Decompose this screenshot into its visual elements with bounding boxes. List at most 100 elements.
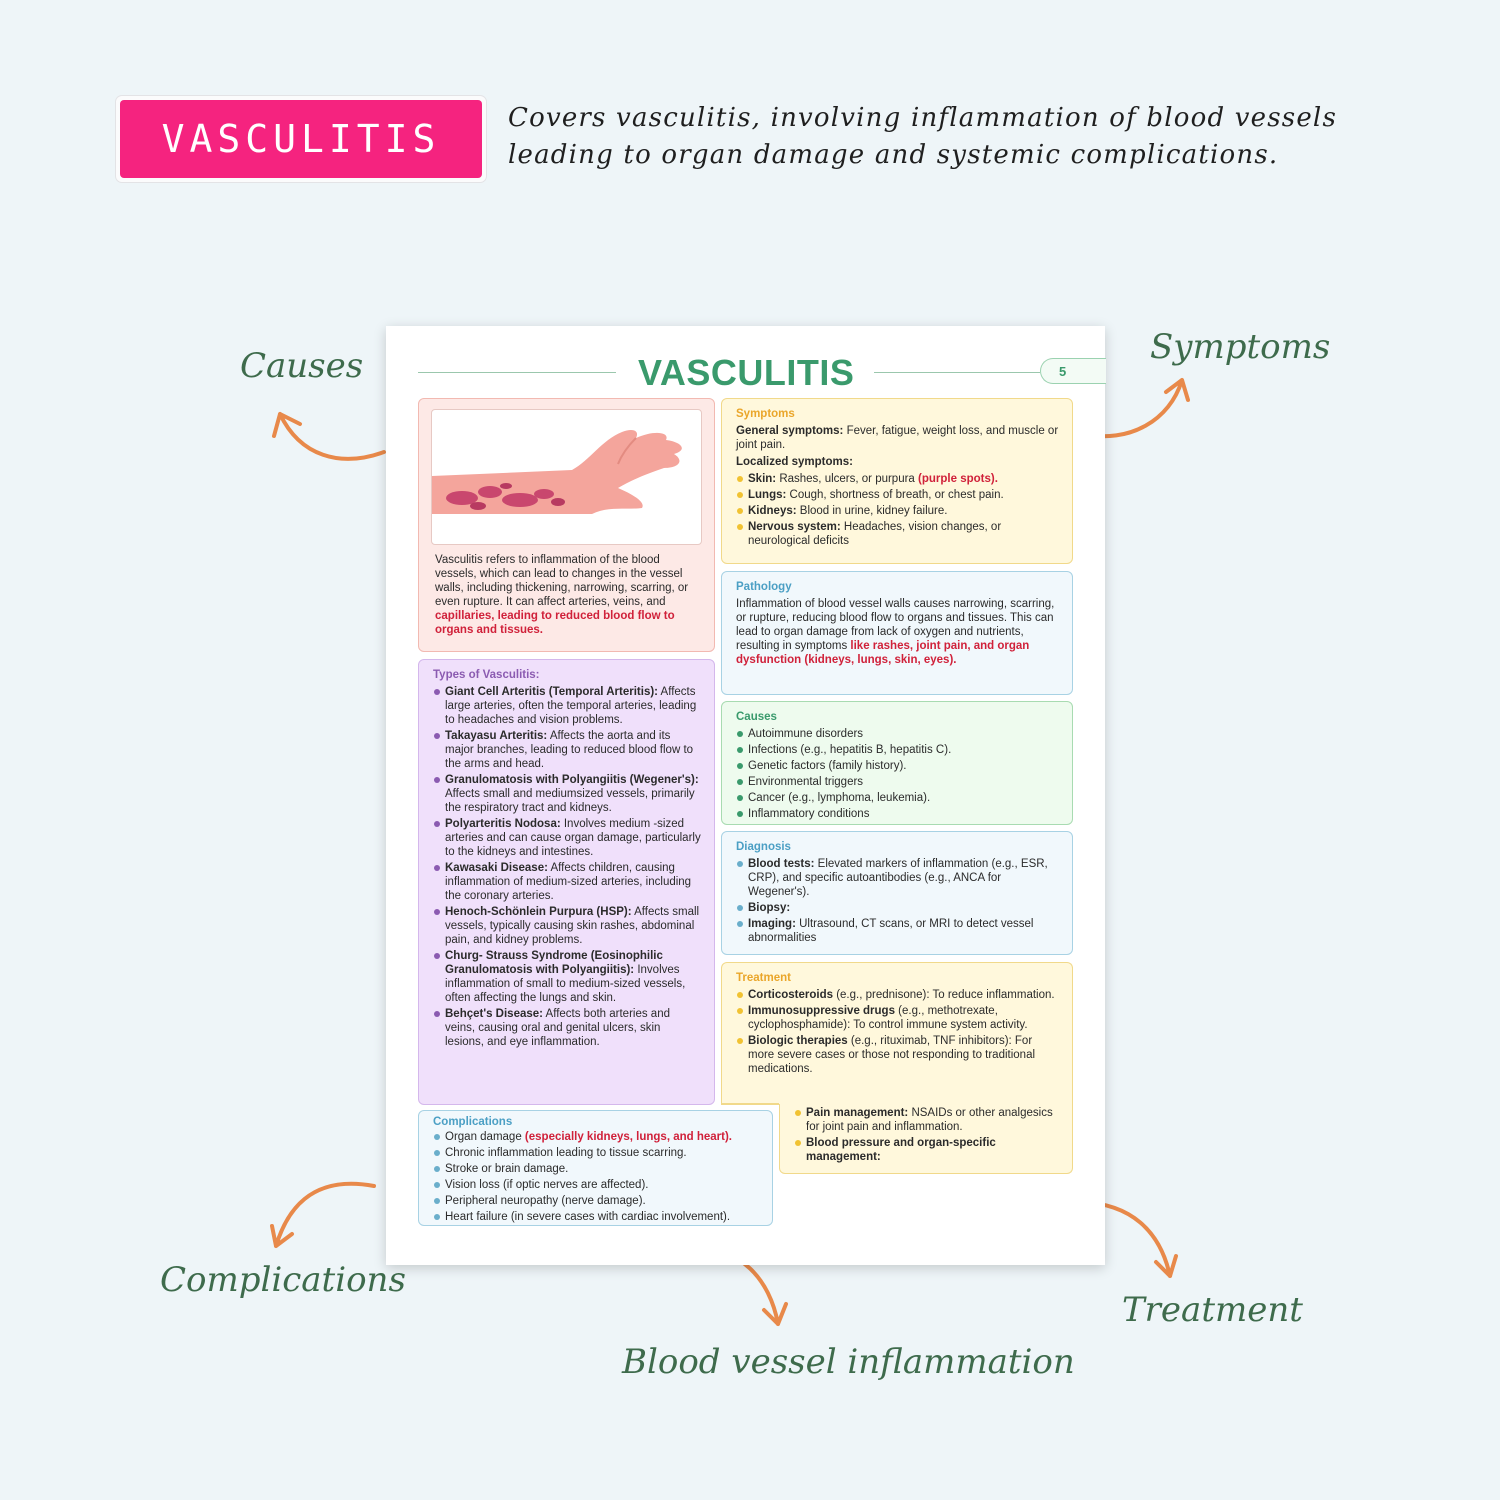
list-item-term: Behçet's Disease: [445, 1008, 543, 1020]
symptoms-title: Symptoms [736, 408, 795, 420]
list-item-term: Blood tests: [748, 858, 815, 870]
list-item-term: Kawasaki Disease: [445, 862, 548, 874]
complications-box: Complications Organ damage (especially k… [418, 1110, 773, 1226]
skin-highlight: (purple spots). [918, 473, 998, 485]
causes-title: Causes [736, 711, 777, 723]
list-item: Biologic therapies (e.g., rituximab, TNF… [736, 1034, 1060, 1076]
list-item-term: Corticosteroids [748, 989, 833, 1001]
list-item-desc: Affects small vessels, typically causing… [445, 906, 700, 946]
list-item-desc: Affects the aorta and its major branches… [445, 730, 694, 770]
list-item-desc: Cough, shortness of breath, or chest pai… [786, 489, 1004, 501]
symptoms-general-line: General symptoms: Fever, fatigue, weight… [736, 424, 1060, 452]
general-symptoms-label: General symptoms: [736, 425, 844, 437]
list-item-term: Imaging: [748, 918, 796, 930]
general-symptoms-text: Fever, fatigue, weight loss, and muscle … [736, 425, 1059, 451]
list-item: Granulomatosis with Polyangiitis (Wegene… [433, 773, 702, 815]
list-item: Behçet's Disease: Affects both arteries … [433, 1007, 702, 1049]
intro-box-text: Vasculitis refers to inflammation of the… [431, 553, 702, 637]
list-item: Kidneys: Blood in urine, kidney failure. [736, 504, 1060, 518]
symptoms-general: General symptoms: Fever, fatigue, weight… [736, 424, 1060, 469]
title-rule-left [418, 372, 616, 373]
pathology-body: Inflammation of blood vessel walls cause… [736, 598, 1055, 652]
list-item-desc: Elevated markers of inflammation (e.g., … [748, 858, 1048, 898]
callout-symptoms: Symptoms [1150, 327, 1331, 367]
title-banner: VASCULITIS [116, 96, 486, 182]
list-item: Cancer (e.g., lymphoma, leukemia). [736, 791, 1060, 805]
treatment-list-continued: Pain management: NSAIDs or other analges… [794, 1106, 1060, 1164]
list-item: Peripheral neuropathy (nerve damage). [433, 1194, 760, 1208]
types-title: Types of Vasculitis: [433, 669, 540, 681]
list-item-desc: Affects both arteries and veins, causing… [445, 1008, 670, 1048]
list-item: Chronic inflammation leading to tissue s… [433, 1146, 760, 1160]
list-item-desc: (e.g., prednisone): To reduce inflammati… [833, 989, 1055, 1001]
list-item: Churg- Strauss Syndrome (Eosinophilic Gr… [433, 949, 702, 1005]
list-item-term: Polyarteritis Nodosa: [445, 818, 561, 830]
symptoms-list: Skin: Rashes, ulcers, or purpura (purple… [736, 472, 1060, 548]
list-item: Biopsy: [736, 901, 1060, 915]
treatment-list: Corticosteroids (e.g., prednisone): To r… [736, 988, 1060, 1076]
list-item: Takayasu Arteritis: Affects the aorta an… [433, 729, 702, 771]
list-item-term: Granulomatosis with Polyangiitis (Wegene… [445, 774, 699, 786]
callout-complications: Complications [160, 1260, 406, 1300]
list-item: Nervous system: Headaches, vision change… [736, 520, 1060, 548]
pathology-title: Pathology [736, 581, 792, 593]
treatment-title: Treatment [736, 972, 791, 984]
complications-list: Organ damage (especially kidneys, lungs,… [433, 1130, 760, 1224]
complication-first: Organ damage [445, 1131, 525, 1143]
list-item: Heart failure (in severe cases with card… [433, 1210, 760, 1224]
list-item-term: Takayasu Arteritis: [445, 730, 548, 742]
page-number: 5 [1040, 358, 1106, 384]
arm-illustration [431, 409, 702, 545]
list-item: Blood pressure and organ-specific manage… [794, 1136, 1060, 1164]
pathology-text: Inflammation of blood vessel walls cause… [736, 597, 1060, 667]
list-item: Giant Cell Arteritis (Temporal Arteritis… [433, 685, 702, 727]
types-list: Giant Cell Arteritis (Temporal Arteritis… [433, 685, 702, 1049]
pathology-highlight: like rashes, joint pain, and organ dysfu… [736, 640, 1030, 666]
list-item-term: Immunosuppressive drugs [748, 1005, 895, 1017]
complication-first-highlight: (especially kidneys, lungs, and heart). [524, 1131, 732, 1143]
list-item: Corticosteroids (e.g., prednisone): To r… [736, 988, 1060, 1002]
list-item: Autoimmune disorders [736, 727, 1060, 741]
treatment-box-edge [721, 1103, 779, 1105]
sheet-title: VASCULITIS [638, 352, 855, 393]
intro-text: Covers vasculitis, involving inflammatio… [508, 103, 1337, 170]
symptoms-box: Symptoms General symptoms: Fever, fatigu… [721, 398, 1073, 564]
list-item-desc: Blood in urine, kidney failure. [796, 505, 948, 517]
list-item-desc: (e.g., rituximab, TNF inhibitors): For m… [748, 1035, 1036, 1075]
list-item: Genetic factors (family history). [736, 759, 1060, 773]
list-item: Organ damage (especially kidneys, lungs,… [433, 1130, 760, 1144]
list-item-desc: NSAIDs or other analgesics for joint pai… [806, 1107, 1053, 1133]
list-item: Environmental triggers [736, 775, 1060, 789]
diagnosis-list: Blood tests: Elevated markers of inflamm… [736, 857, 1060, 945]
treatment-box: Treatment Corticosteroids (e.g., prednis… [721, 962, 1073, 1104]
list-item-desc: Affects large arteries, often the tempor… [445, 686, 697, 726]
diagnosis-box: Diagnosis Blood tests: Elevated markers … [721, 831, 1073, 955]
list-item: Kawasaki Disease: Affects children, caus… [433, 861, 702, 903]
title-rule-right [874, 372, 1040, 373]
list-item: Henoch-Schönlein Purpura (HSP): Affects … [433, 905, 702, 947]
callout-blood-vessel-inflammation: Blood vessel inflammation [622, 1342, 1075, 1382]
list-item-desc: (e.g., methotrexate, cyclophosphamide): … [748, 1005, 1028, 1031]
pathology-box: Pathology Inflammation of blood vessel w… [721, 571, 1073, 695]
list-item: Pain management: NSAIDs or other analges… [794, 1106, 1060, 1134]
intro-box-body: Vasculitis refers to inflammation of the… [435, 554, 689, 608]
document-sheet: VASCULITIS 5 Vasculitis refers to inflam… [386, 326, 1106, 1265]
intro-box: Vasculitis refers to inflammation of the… [418, 398, 715, 652]
list-item-desc: Headaches, vision changes, or neurologic… [748, 521, 1002, 547]
list-item: Skin: Rashes, ulcers, or purpura (purple… [736, 472, 1060, 486]
list-item-term: Blood pressure and organ-specific manage… [806, 1137, 996, 1163]
list-item-desc: Affects children, causing inflammation o… [445, 862, 692, 902]
list-item-term: Lungs: [748, 489, 787, 501]
title-banner-fill: VASCULITIS [120, 100, 482, 178]
list-item: Lungs: Cough, shortness of breath, or ch… [736, 488, 1060, 502]
rash-arm-icon [432, 430, 682, 514]
list-item-term: Biopsy: [748, 902, 791, 914]
list-item: Immunosuppressive drugs (e.g., methotrex… [736, 1004, 1060, 1032]
callout-treatment: Treatment [1122, 1290, 1303, 1330]
list-item: Polyarteritis Nodosa: Involves medium -s… [433, 817, 702, 859]
arrow-complications-icon [270, 1181, 376, 1248]
arrow-causes-icon [272, 412, 386, 461]
